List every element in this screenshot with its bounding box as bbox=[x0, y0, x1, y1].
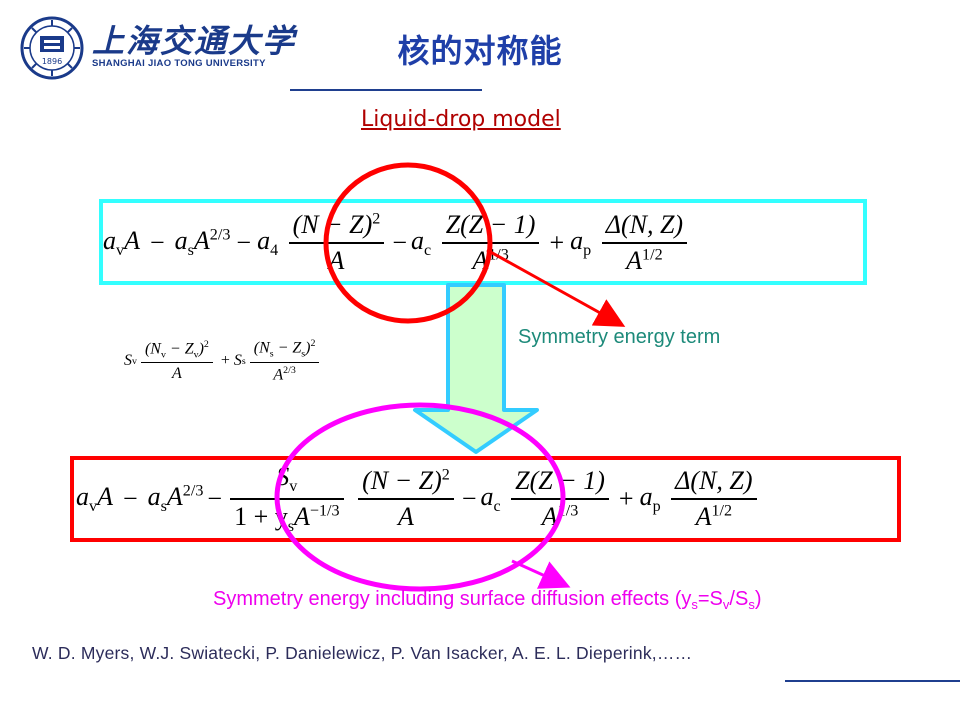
down-arrow-icon bbox=[413, 283, 539, 454]
term-pairing: ap Δ(N, Z)A1/2 bbox=[570, 210, 691, 276]
university-logo: 1896 bbox=[20, 14, 245, 86]
term-coulomb: ac Z(Z − 1)A1/3 bbox=[411, 210, 543, 276]
term-surface: asA2/3 bbox=[147, 481, 204, 516]
operator: + bbox=[618, 484, 634, 513]
page-title: 核的对称能 bbox=[397, 32, 563, 70]
references: W. D. Myers, W.J. Swiatecki, P. Danielew… bbox=[32, 643, 693, 663]
logo-english-name: SHANGHAI JIAO TONG UNIVERSITY bbox=[92, 58, 266, 69]
operator: − bbox=[392, 228, 408, 257]
surface-term-pointer bbox=[511, 559, 571, 589]
symmetry-energy-label: Symmetry energy term bbox=[518, 326, 721, 348]
operator: − bbox=[236, 228, 252, 257]
university-seal-icon: 1896 bbox=[20, 16, 84, 80]
surface-diffusion-label: Symmetry energy including surface diffus… bbox=[213, 588, 762, 612]
operator: + bbox=[549, 228, 565, 257]
footer-rule bbox=[785, 680, 960, 682]
operator: − bbox=[461, 484, 477, 513]
term-volume: avA bbox=[76, 481, 113, 516]
logo-year: 1896 bbox=[42, 57, 62, 66]
term-surface: asA2/3 bbox=[174, 225, 231, 260]
term-pairing: ap Δ(N, Z)A1/2 bbox=[640, 466, 761, 532]
term-coulomb: ac Z(Z − 1)A1/3 bbox=[480, 466, 612, 532]
section-subtitle: Liquid-drop model bbox=[361, 107, 561, 132]
title-underline-rule bbox=[290, 89, 482, 91]
term-volume: avA bbox=[103, 225, 140, 260]
operator: − bbox=[149, 228, 165, 257]
operator: − bbox=[207, 484, 223, 513]
logo-chinese-name: 上海交通大学 bbox=[92, 22, 297, 60]
operator: − bbox=[122, 484, 138, 513]
